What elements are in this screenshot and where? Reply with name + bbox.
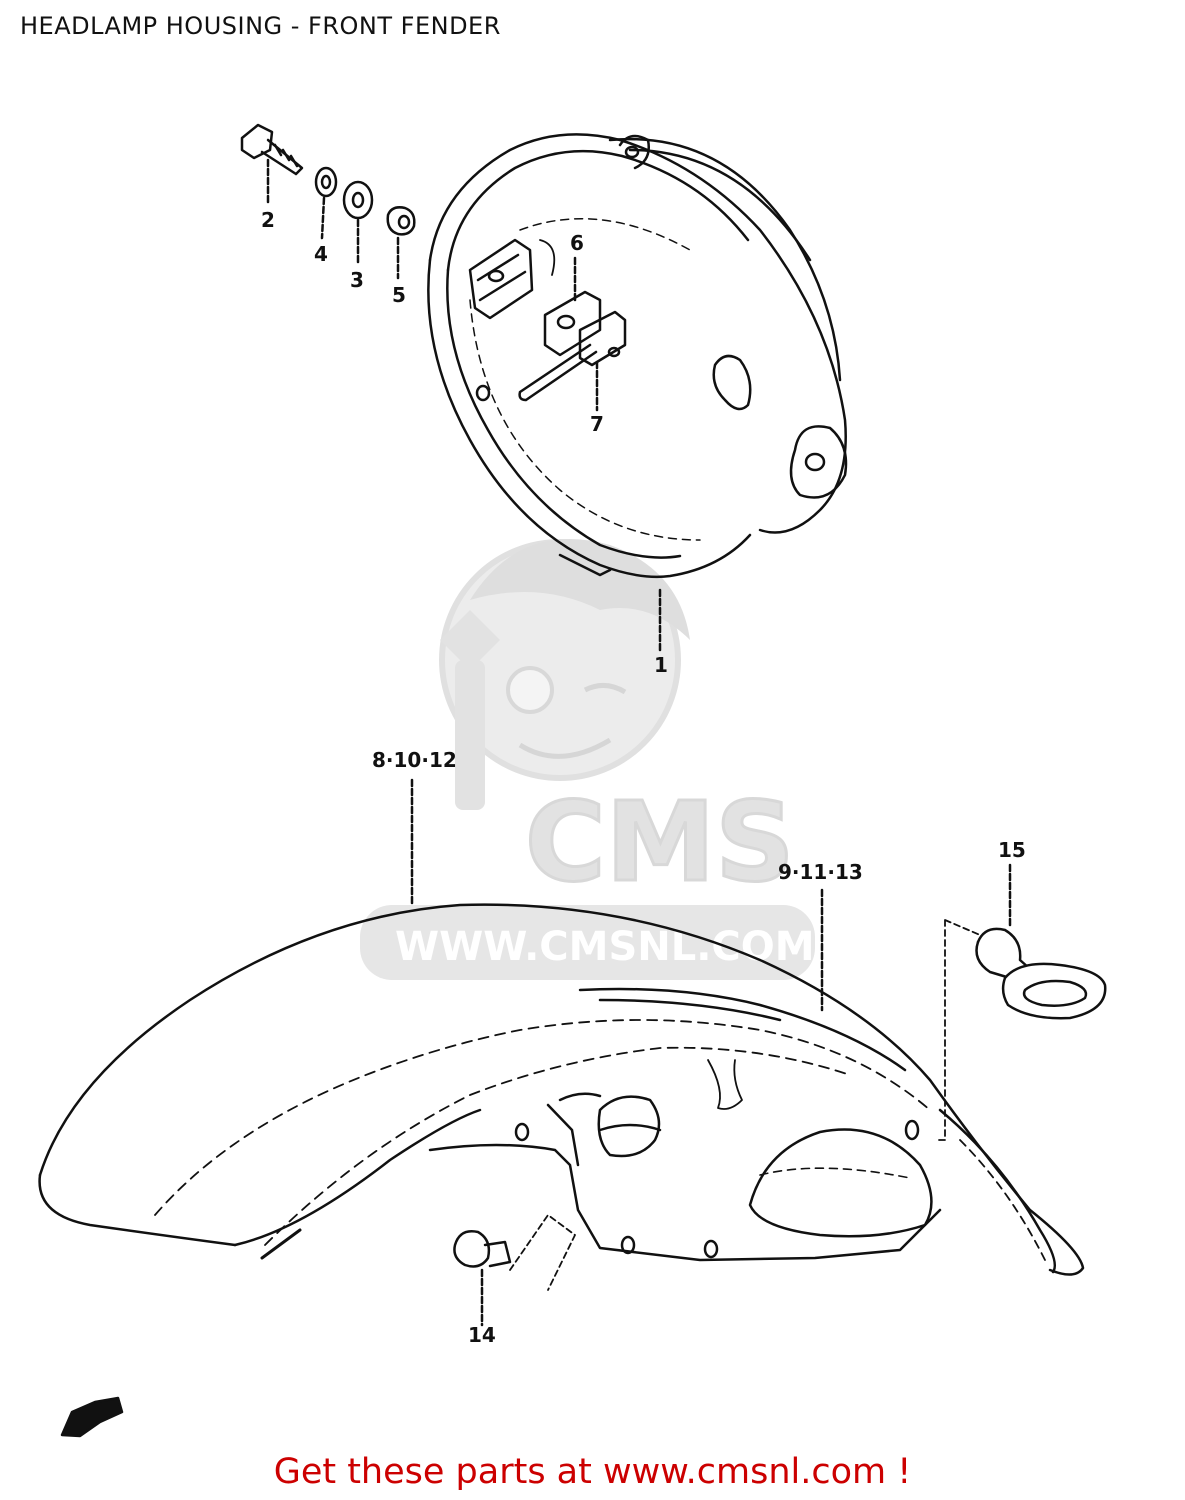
- clamp-plate-part-7: [518, 290, 627, 412]
- lock-washer-part-4: [314, 166, 338, 240]
- headlamp-housing-part-1: [427, 133, 848, 652]
- callout-14: 14: [468, 1323, 496, 1347]
- grommet-part-15: [934, 863, 1107, 1141]
- callout-3: 3: [350, 268, 364, 292]
- footer-promo: Get these parts at www.cmsnl.com !: [0, 1452, 1185, 1492]
- cms-watermark: CMS WWW.CMSNL.COM: [360, 539, 815, 980]
- callout-4: 4: [314, 242, 328, 266]
- callout-15: 15: [998, 838, 1026, 862]
- front-fender: [38, 778, 1085, 1291]
- callout-5: 5: [392, 283, 406, 307]
- pointing-hand-icon: [60, 1396, 124, 1438]
- footer-link[interactable]: www.cmsnl.com: [602, 1452, 887, 1492]
- callout-6: 6: [570, 231, 584, 255]
- callout-7: 7: [590, 412, 604, 436]
- washer-part-3: [342, 180, 374, 264]
- callout-8-10-12: 8·10·12: [372, 748, 457, 772]
- callout-2: 2: [261, 208, 275, 232]
- watermark-url: WWW.CMSNL.COM: [395, 924, 815, 970]
- line-art: [38, 123, 1107, 1438]
- fender-bolt-part-14: [453, 1230, 512, 1327]
- footer-prefix: Get these parts at: [273, 1452, 603, 1492]
- callout-9-11-13: 9·11·13: [778, 860, 863, 884]
- page-title: HEADLAMP HOUSING - FRONT FENDER: [20, 12, 501, 40]
- collar-part-5: [386, 206, 416, 280]
- bracket-part-6: [468, 238, 577, 320]
- watermark-brand: CMS: [525, 778, 794, 906]
- footer-suffix: !: [886, 1452, 912, 1492]
- callout-1: 1: [654, 653, 668, 677]
- bolt-part-2: [240, 123, 304, 207]
